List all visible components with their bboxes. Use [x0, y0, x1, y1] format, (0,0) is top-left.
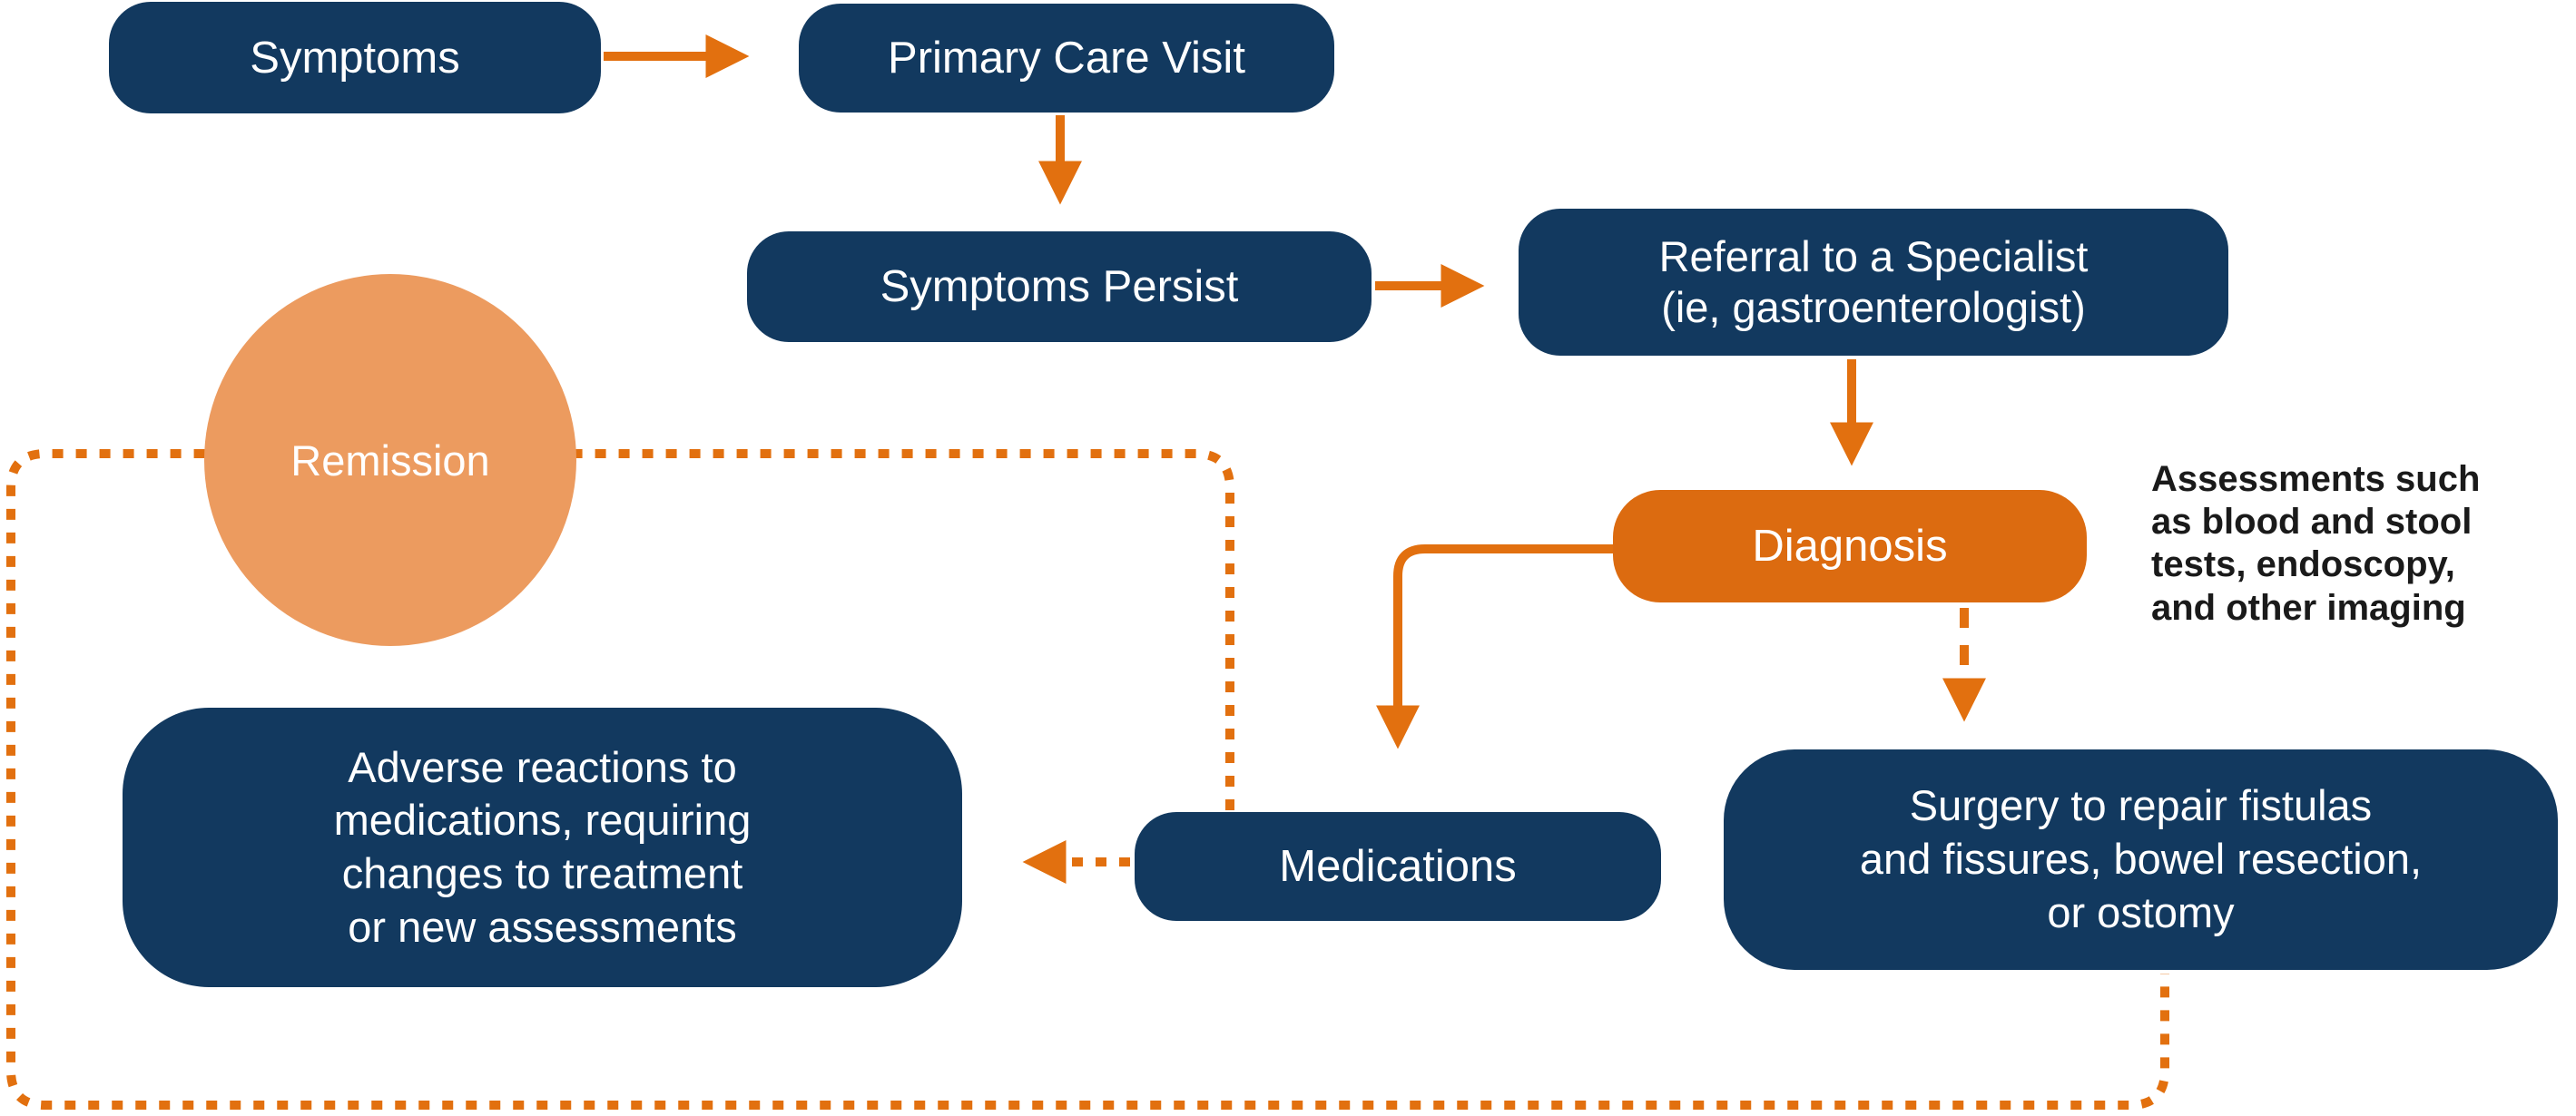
annotation-assessments: Assessments such as blood and stool test… [2151, 458, 2576, 630]
node-primary-care-label: Primary Care Visit [888, 34, 1245, 83]
node-adverse-label: Adverse reactions to medications, requir… [123, 741, 962, 954]
adverse-line-2: medications, requiring [333, 796, 752, 845]
assessments-line-1: Assessments such [2151, 459, 2481, 499]
adverse-line-4: or new assessments [348, 902, 737, 951]
dotted-remission-loop [6, 449, 2169, 1110]
assessments-line-3: tests, endoscopy, [2151, 544, 2455, 585]
node-symptoms-label: Symptoms [250, 33, 460, 83]
node-remission-label: Remission [290, 436, 490, 485]
surgery-line-2: and fissures, bowel resection, [1859, 835, 2423, 884]
node-adverse-reactions: Adverse reactions to medications, requir… [123, 708, 962, 987]
node-diagnosis: Diagnosis [1613, 490, 2087, 602]
referral-line-1: Referral to a Specialist [1658, 231, 2089, 280]
node-surgery: Surgery to repair fistulas and fissures,… [1724, 749, 2558, 970]
node-remission: Remission [204, 274, 576, 646]
arrow-diagnosis-to-medications [1375, 544, 1613, 749]
node-symptoms-persist-label: Symptoms Persist [880, 262, 1239, 311]
node-surgery-label: Surgery to repair fistulas and fissures,… [1724, 779, 2558, 939]
node-primary-care-visit: Primary Care Visit [799, 4, 1334, 113]
node-symptoms: Symptoms [109, 2, 601, 113]
node-medications-label: Medications [1279, 842, 1517, 891]
assessments-line-4: and other imaging [2151, 587, 2466, 628]
adverse-line-1: Adverse reactions to [348, 742, 737, 791]
node-referral-label: Referral to a Specialist (ie, gastroente… [1519, 231, 2228, 334]
surgery-line-3: or ostomy [2047, 887, 2235, 936]
referral-line-2: (ie, gastroenterologist) [1661, 283, 2086, 331]
node-diagnosis-label: Diagnosis [1752, 522, 1948, 571]
surgery-line-1: Surgery to repair fistulas [1909, 781, 2373, 830]
assessments-line-2: as blood and stool [2151, 502, 2473, 543]
node-symptoms-persist: Symptoms Persist [747, 231, 1372, 342]
node-referral-to-specialist: Referral to a Specialist (ie, gastroente… [1519, 209, 2228, 356]
node-medications: Medications [1135, 812, 1661, 921]
adverse-line-3: changes to treatment [341, 849, 743, 897]
